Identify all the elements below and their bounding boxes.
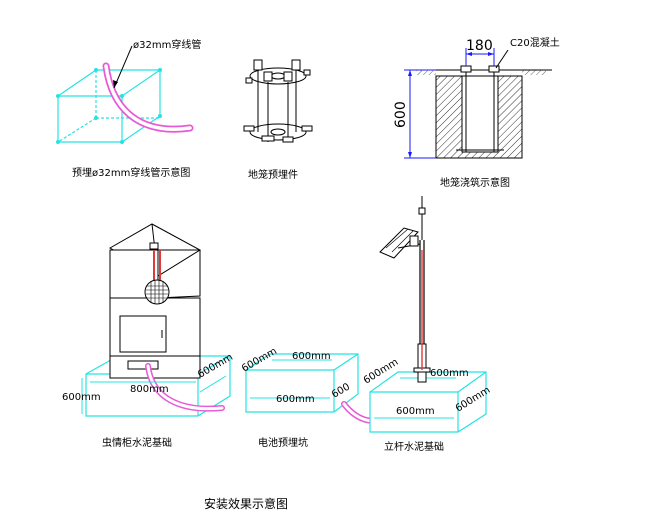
cabinet-height-dimension: 600mm bbox=[62, 392, 101, 403]
width-dimension: 180 bbox=[466, 38, 493, 54]
pole-front-dimension: 600mm bbox=[396, 406, 435, 417]
cabinet-base-figure: 800mm 600mm 600mm 虫情柜水泥基础 bbox=[62, 223, 235, 449]
depth-dimension: 600 bbox=[393, 101, 409, 128]
conduit-caption: 预埋ø32mm穿线管示意图 bbox=[72, 166, 190, 179]
pole-top-dimension: 600mm bbox=[430, 368, 469, 379]
cage-caption: 地笼预埋件 bbox=[248, 168, 298, 181]
concrete-note-label: C20混凝土 bbox=[510, 36, 560, 49]
cage-figure: 地笼预埋件 bbox=[243, 59, 313, 181]
pour-caption: 地笼浇筑示意图 bbox=[440, 176, 510, 189]
pit-top-dimension: 600mm bbox=[292, 351, 331, 362]
main-title: 安装效果示意图 bbox=[204, 496, 288, 511]
pit-front-dimension: 600mm bbox=[276, 394, 315, 405]
conduit-note-label: ø32mm穿线管 bbox=[133, 38, 201, 51]
battery-pit-caption: 电池预埋坑 bbox=[258, 436, 308, 449]
pole-base-caption: 立杆水泥基础 bbox=[384, 440, 444, 453]
cabinet-base-caption: 虫情柜水泥基础 bbox=[102, 436, 172, 449]
cabinet-front-dimension: 800mm bbox=[130, 384, 169, 395]
pour-figure: 180 C20混凝土 600 地笼浇筑示意图 bbox=[393, 36, 560, 189]
conduit-box-figure: ø32mm穿线管 预埋ø32mm穿线管示意图 bbox=[56, 38, 201, 179]
pole-base-figure: 600mm 600mm 600mm 600mm 立杆水泥基础 bbox=[362, 196, 492, 453]
